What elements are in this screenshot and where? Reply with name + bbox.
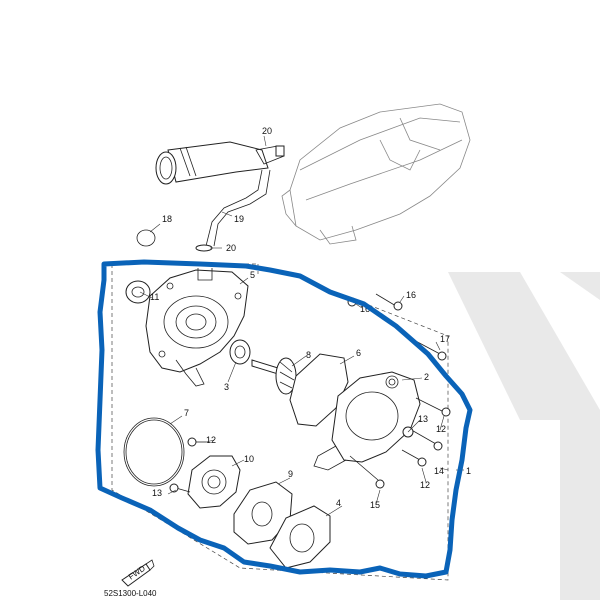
callout-20-top: 20: [262, 126, 272, 136]
highlight-outline: [95, 259, 473, 579]
callout-8: 8: [306, 350, 311, 360]
callout-13-upper: 12: [206, 435, 216, 445]
callout-4: 4: [336, 498, 341, 508]
callout-13-lower: 13: [152, 488, 162, 498]
bolt-13-set: [169, 437, 206, 493]
callout-12-mid: 12: [420, 480, 430, 490]
callout-16-right: 16: [406, 290, 416, 300]
leader-lines: [139, 135, 464, 517]
callout-3: 3: [224, 382, 229, 392]
callout-18: 18: [162, 214, 172, 224]
hose-clip-lower: [195, 244, 213, 252]
callout-20-lower: 20: [226, 243, 236, 253]
callout-19: 19: [234, 214, 244, 224]
callout-12-right: 12: [436, 424, 446, 434]
callout-6: 6: [356, 348, 361, 358]
o-ring-part: [136, 229, 156, 247]
drawing-code: 52S1300-L040: [104, 589, 157, 598]
callout-5: 5: [250, 270, 255, 280]
hose-clip-upper: [275, 145, 285, 157]
callout-7: 7: [184, 408, 189, 418]
oil-seal: [125, 280, 151, 304]
callout-2: 2: [424, 372, 429, 382]
seal-plate: [187, 455, 241, 509]
o-ring-large: [123, 417, 185, 487]
air-box-assembly: [281, 103, 471, 245]
callout-16-left: 16: [360, 304, 370, 314]
pump-housing: [145, 268, 249, 387]
bearing: [229, 339, 251, 365]
background-watermark: [448, 272, 600, 600]
outer-cover: [269, 505, 331, 569]
callout-14: 13: [418, 414, 428, 424]
callout-9: 9: [288, 469, 293, 479]
callout-1: 1: [466, 466, 471, 476]
callout-10: 10: [244, 454, 254, 464]
callout-11: 11: [150, 292, 159, 302]
impeller-shaft: [251, 357, 297, 395]
cover-bolts: [349, 397, 451, 489]
intake-duct: [155, 141, 269, 185]
callout-12-low: 15: [370, 500, 380, 510]
callout-15: 14: [434, 466, 444, 476]
callout-labels: 20 19 18 20 5 11 3 8 6 2 7 12 10 9 4 13 …: [150, 126, 471, 510]
callout-17: 17: [440, 334, 450, 344]
forward-direction-badge: FWD: [121, 559, 155, 587]
